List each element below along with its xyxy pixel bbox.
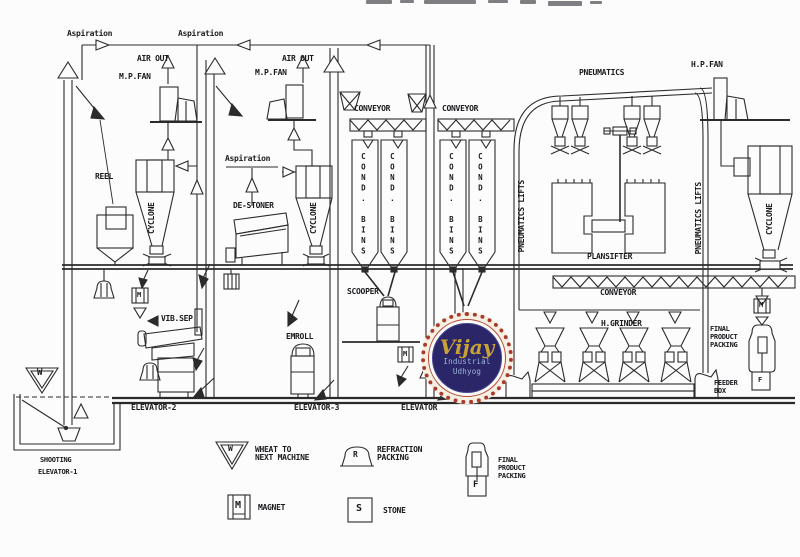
label-reel: REEL xyxy=(95,172,114,181)
label-pneumatics: PNEUMATICS xyxy=(579,68,625,77)
cond-bins-group xyxy=(349,118,515,307)
label-h-grinder: H.GRINDER xyxy=(601,319,642,328)
label-hp-fan: H.P.FAN xyxy=(691,60,723,69)
label-shooting: SHOOTING xyxy=(40,456,72,464)
label-cond-bin-3: COND. BINS xyxy=(446,151,456,257)
pneumatic-ducts xyxy=(513,87,713,268)
logo-script-name: Vijay xyxy=(439,334,495,359)
label-conveyor-bins-2: CONVEYOR xyxy=(442,104,479,113)
label-air-out-left: AIR OUT xyxy=(137,54,169,63)
label-cyclone-mid: CYCLONE xyxy=(308,202,318,235)
h-grinders xyxy=(505,327,719,399)
shooting-pit xyxy=(13,367,121,451)
label-final-1: FINAL xyxy=(710,325,730,333)
label-aspiration-mid: Aspiration xyxy=(178,29,224,38)
hp-fan-right xyxy=(700,77,790,167)
elevator-3-legs xyxy=(313,48,361,401)
final-packing-unit xyxy=(748,288,776,391)
logo-disc: Vijay Industrial Udhyog xyxy=(432,323,502,393)
logo-subtext-2: Udhyog xyxy=(452,367,482,376)
legend-magnet-letter: M xyxy=(235,500,241,511)
label-emroll: EMROLL xyxy=(286,332,314,341)
mill-floor-line xyxy=(62,264,793,270)
cyclone-mid xyxy=(282,165,333,267)
packing-magnet-letter: M xyxy=(759,301,763,309)
label-cond-bin-2: COND. BINS xyxy=(387,151,397,257)
legend-refraction-line2: PACKING xyxy=(377,453,409,462)
label-aspiration-destoner: Aspiration xyxy=(225,154,271,163)
cyclone-left xyxy=(135,45,204,332)
cropped-title-artifact xyxy=(366,0,602,6)
destoner-machine xyxy=(223,166,300,328)
label-elevator: ELEVATOR xyxy=(401,403,438,412)
legend-final-letter: F xyxy=(473,480,479,490)
legend-refraction-line1: REFRACTION xyxy=(377,445,423,454)
vib-sep-machine xyxy=(137,308,205,398)
label-mp-fan-mid: M.P.FAN xyxy=(255,68,287,77)
label-cond-bin-4: COND. BINS xyxy=(475,151,485,257)
floor-magnet-letter: M xyxy=(137,291,141,299)
label-elevator-2: ELEVATOR-2 xyxy=(131,403,177,412)
label-cyclone-right: CYCLONE xyxy=(764,203,774,236)
label-pneumatic-lifts-left: PNEUMATICS LIFTS xyxy=(516,180,526,253)
legend-wheat-line1: WHEAT TO xyxy=(255,445,292,454)
scooper-magnet-letter: M xyxy=(403,350,407,358)
label-final-2: PRODUCT xyxy=(710,333,738,341)
legend-symbols xyxy=(215,441,489,523)
cyclone-right xyxy=(733,145,793,273)
label-feeder-1: FEEDER xyxy=(714,379,738,387)
left-floor-symbols xyxy=(93,263,211,320)
legend-refraction-letter: R xyxy=(353,450,358,459)
label-plansifter: PLANSIFTER xyxy=(587,252,633,261)
label-conveyor-bins-1: CONVEYOR xyxy=(354,104,391,113)
label-scooper: SCOOPER xyxy=(347,287,379,296)
legend-wheat-letter: W xyxy=(228,444,233,453)
label-conveyor-right: CONVEYOR xyxy=(600,288,637,297)
logo-subtext-1: Industrial xyxy=(443,356,491,366)
scooper-unit xyxy=(342,296,420,388)
elevator-2-legs xyxy=(191,56,244,399)
legend-stone-caption: STONE xyxy=(383,506,406,515)
legend-magnet-caption: MAGNET xyxy=(258,503,286,512)
packing-f-letter: F xyxy=(758,376,762,384)
legend-stone-letter: S xyxy=(356,503,362,514)
grinder-feed-line xyxy=(513,269,709,375)
reel-machine xyxy=(96,119,134,265)
label-cyclone-left: CYCLONE xyxy=(146,202,156,235)
conveyor-right-belt xyxy=(552,275,796,289)
mp-fan-left xyxy=(150,54,202,160)
label-air-out-mid: AIR OUT xyxy=(282,54,314,63)
label-mp-fan-left: M.P.FAN xyxy=(119,72,151,81)
legend-final-line2: PRODUCT xyxy=(498,464,526,472)
legend-wheat-line2: NEXT MACHINE xyxy=(255,453,310,462)
label-vib-sep: VIB.SEP xyxy=(161,314,193,323)
legend-final-line3: PACKING xyxy=(498,472,526,480)
label-pneumatic-lifts-right: PNEUMATICS LIFTS xyxy=(693,182,703,255)
label-aspiration-left: Aspiration xyxy=(67,29,113,38)
vijay-logo-stamp: Vijay Industrial Udhyog xyxy=(421,312,513,404)
mp-fan-mid xyxy=(266,54,316,166)
legend-final-line1: FINAL xyxy=(498,456,518,464)
label-feeder-2: BOX xyxy=(714,387,726,395)
pit-wheat-symbol-letter: W xyxy=(37,368,43,378)
aspiration-rail xyxy=(81,39,431,96)
label-shooting-elevator-1: ELEVATOR-1 xyxy=(38,468,78,476)
pneumatic-cyclones xyxy=(550,96,662,155)
label-destoner: DE-STONER xyxy=(233,201,274,210)
label-elevator-3: ELEVATOR-3 xyxy=(294,403,340,412)
plansifter xyxy=(551,126,666,254)
emroll-machine xyxy=(290,343,315,398)
label-final-3: PACKING xyxy=(710,341,738,349)
label-cond-bin-1: COND. BINS xyxy=(358,151,368,257)
elevator-1-legs xyxy=(57,60,106,425)
